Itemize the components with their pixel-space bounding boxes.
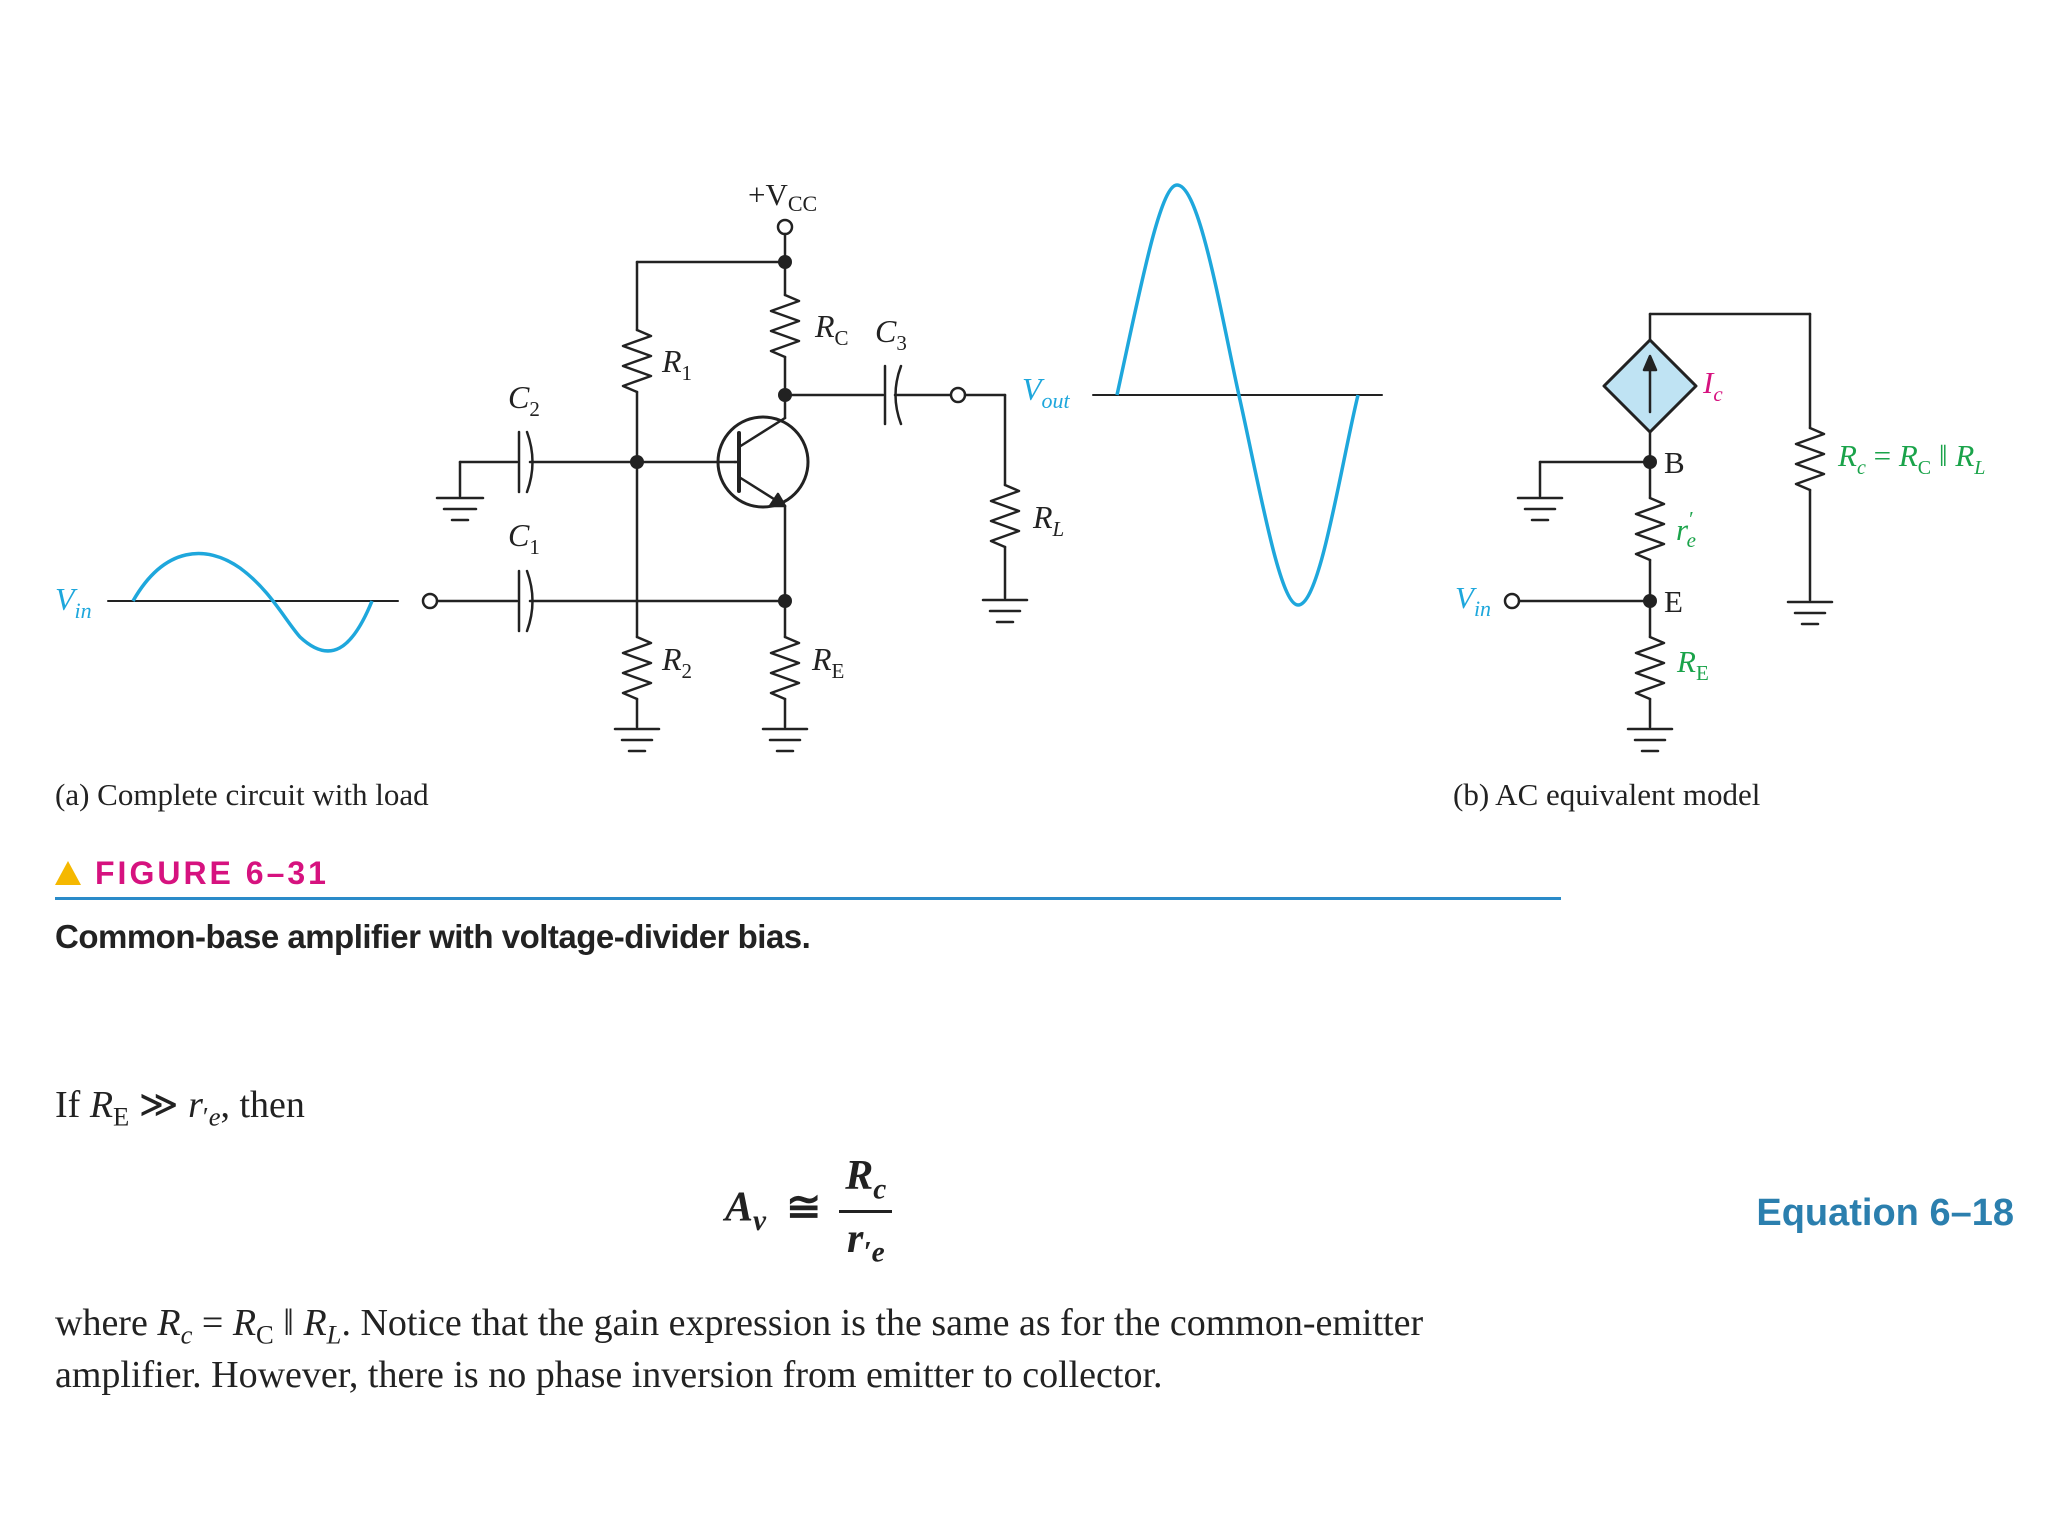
- c1-label: C1: [508, 517, 540, 559]
- capacitor-c1-plate2: [525, 569, 534, 633]
- resistor-r1: [621, 328, 653, 394]
- node-e-label: E: [1664, 584, 1683, 619]
- figure-label: FIGURE 6–31: [95, 854, 329, 891]
- vin-terminal: [421, 592, 439, 610]
- node-b-label: B: [1664, 445, 1685, 480]
- vout-terminal: [949, 386, 967, 404]
- equation-numerator: Rc: [839, 1152, 893, 1214]
- ground-icon: [435, 496, 485, 522]
- vin-terminal-b: [1503, 592, 1521, 610]
- vin-b-label: Vin: [1455, 580, 1491, 621]
- resistor-re: [769, 635, 801, 701]
- r1-label: R1: [661, 343, 692, 385]
- caption-b: (b) AC equivalent model: [1453, 777, 1761, 812]
- resistor-rl: [989, 483, 1021, 549]
- re-b-label: RE: [1676, 644, 1709, 685]
- r2-label: R2: [661, 641, 692, 683]
- condition-line: If RE ≫ r′e, then: [55, 1084, 305, 1132]
- ground-icon: [613, 727, 661, 753]
- c2-label: C2: [508, 379, 540, 421]
- ground-icon: [1516, 496, 1564, 522]
- vout-label: Vout: [1022, 371, 1071, 413]
- vin-label: Vin: [55, 581, 92, 623]
- resistor-rc: [769, 293, 801, 359]
- resistor-r2: [621, 635, 653, 701]
- caption-a: (a) Complete circuit with load: [55, 777, 429, 812]
- vin-waveform: [131, 551, 374, 653]
- current-source-icon: [1602, 338, 1698, 434]
- figure-heading: FIGURE 6–31: [55, 853, 329, 893]
- paragraph-line-1: where Rc = RC ‖ RL. Notice that the gain…: [55, 1302, 1424, 1350]
- c3-label: C3: [875, 313, 907, 355]
- rc-label: RC: [814, 308, 849, 350]
- triangle-marker-icon: [55, 861, 81, 885]
- vout-waveform: [1115, 183, 1360, 607]
- ground-icon: [1786, 600, 1834, 626]
- equation-label: Equation 6–18: [1756, 1192, 2014, 1234]
- ground-icon: [1626, 727, 1674, 753]
- vcc-terminal: [776, 218, 794, 236]
- rl-label: RL: [1032, 499, 1064, 541]
- resistor-re-b: [1634, 635, 1666, 701]
- re-prime-label: r′e: [1676, 507, 1696, 552]
- re-label: RE: [811, 641, 844, 683]
- ic-label: Ic: [1702, 365, 1723, 406]
- resistor-re-prime: [1634, 496, 1666, 562]
- rc-parallel-label: Rc = RC ‖ RL: [1837, 438, 1985, 479]
- figure-description: Common-base amplifier with voltage-divid…: [55, 918, 811, 955]
- ground-icon: [981, 598, 1029, 624]
- figure-rule: [55, 897, 1561, 900]
- paragraph-line-2: amplifier. However, there is no phase in…: [55, 1354, 1163, 1396]
- vcc-label: +VCC: [748, 177, 817, 216]
- equation-denominator: r′e: [846, 1216, 885, 1269]
- ground-icon: [761, 727, 809, 753]
- resistor-rc-parallel: [1794, 426, 1826, 492]
- capacitor-c2-plate2: [525, 430, 534, 494]
- npn-transistor-icon: [716, 393, 810, 603]
